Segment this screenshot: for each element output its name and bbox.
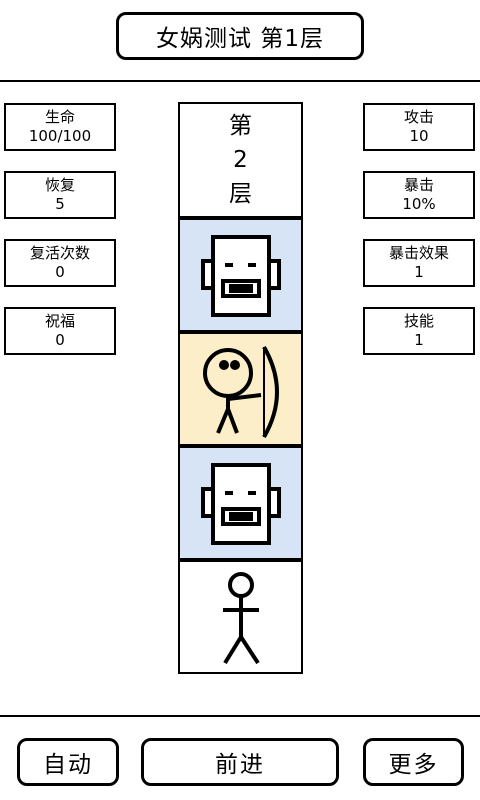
stat-value: 10% — [402, 195, 436, 213]
stat-regen: 恢复 5 — [4, 171, 116, 219]
floor-label-line2: 2 — [233, 147, 248, 173]
robot-enemy-icon — [200, 463, 281, 545]
page-title-text: 女娲测试 第1层 — [156, 26, 324, 52]
stat-revives: 复活次数 0 — [4, 239, 116, 287]
more-button[interactable]: 更多 — [363, 738, 464, 786]
stat-value: 1 — [414, 263, 424, 281]
floor-label-line3: 层 — [229, 181, 252, 207]
stat-blessing: 祝福 0 — [4, 307, 116, 355]
stat-attack: 攻击 10 — [363, 103, 475, 151]
floor-indicator: 第 2 层 — [178, 102, 303, 218]
stat-label: 攻击 — [403, 108, 434, 126]
top-divider — [0, 80, 480, 82]
auto-button-label: 自动 — [43, 752, 93, 778]
more-button-label: 更多 — [388, 752, 439, 778]
auto-button[interactable]: 自动 — [17, 738, 119, 786]
stat-label: 技能 — [403, 312, 434, 330]
stat-value: 0 — [55, 331, 65, 349]
stick-figure-player-icon — [222, 572, 260, 665]
page-title: 女娲测试 第1层 — [116, 12, 364, 60]
stat-crit-effect: 暴击效果 1 — [363, 239, 475, 287]
stat-label: 祝福 — [44, 312, 75, 330]
stat-value: 1 — [414, 331, 424, 349]
stat-label: 暴击 — [403, 176, 434, 194]
archer-enemy-icon — [202, 346, 279, 438]
stat-value: 5 — [55, 195, 65, 213]
stat-label: 恢复 — [44, 176, 75, 194]
stat-label: 暴击效果 — [388, 244, 449, 262]
stat-value: 100/100 — [28, 127, 92, 145]
advance-button[interactable]: 前进 — [141, 738, 339, 786]
floor-label-line1: 第 — [229, 113, 252, 139]
bottom-divider — [0, 715, 480, 717]
stat-value: 10 — [409, 127, 429, 145]
stat-label: 生命 — [44, 108, 75, 126]
stat-label: 复活次数 — [29, 244, 90, 262]
stat-skill: 技能 1 — [363, 307, 475, 355]
advance-button-label: 前进 — [215, 752, 265, 778]
stat-crit: 暴击 10% — [363, 171, 475, 219]
tower-cell-player[interactable] — [178, 560, 303, 674]
tower-cell-enemy[interactable] — [178, 218, 303, 332]
stat-value: 0 — [55, 263, 65, 281]
robot-enemy-icon — [200, 235, 281, 317]
tower-cell-enemy[interactable] — [178, 446, 303, 560]
stat-hp: 生命 100/100 — [4, 103, 116, 151]
tower-cell-archer[interactable] — [178, 332, 303, 446]
